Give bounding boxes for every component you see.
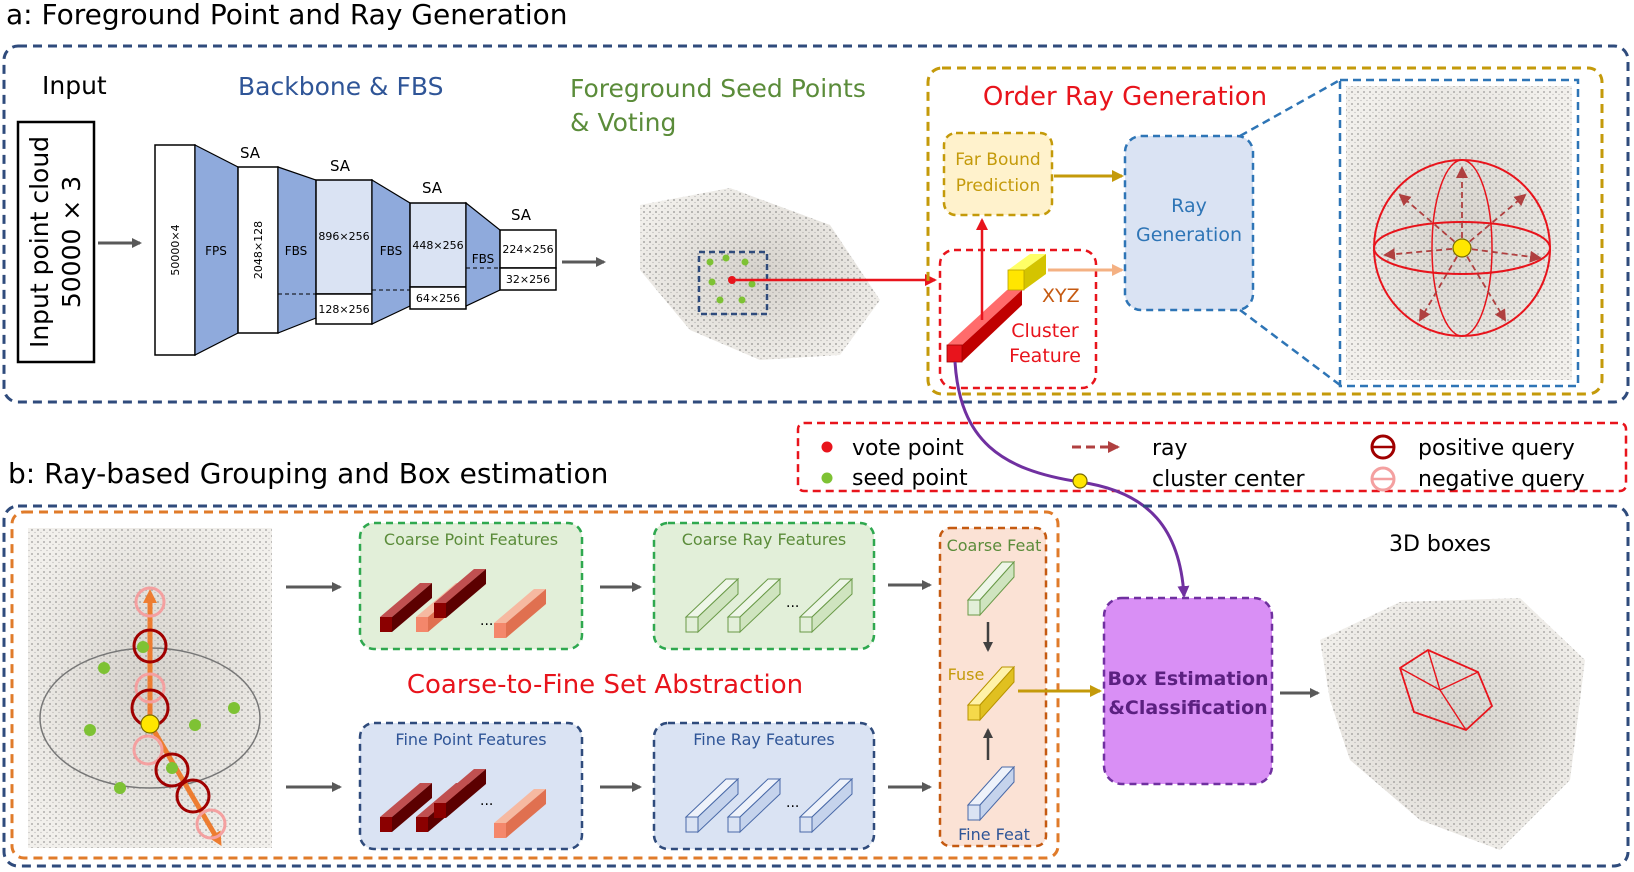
input-dim-label: 50000×4 <box>169 224 182 275</box>
backbone-title: Backbone & FBS <box>238 72 443 101</box>
ray-gen-line2: Generation <box>1136 224 1242 246</box>
legend-positive-query: positive query <box>1418 436 1575 461</box>
order-ray-frame <box>926 66 1604 396</box>
grouping-scene-image <box>28 528 272 848</box>
stage4-bottom-dim: 32×256 <box>506 273 550 286</box>
fbs-label-2: FBS <box>380 244 403 258</box>
section-b-title: b: Ray-based Grouping and Box estimation <box>8 457 608 490</box>
section-b-frame <box>2 504 1630 868</box>
vote-point-swatch <box>821 441 833 453</box>
far-bound-box <box>942 131 1054 217</box>
boxes-3d-label: 3D boxes <box>1389 532 1491 557</box>
sa-label-3: SA <box>422 179 443 197</box>
fine-ray-features-label: Fine Ray Features <box>693 730 834 749</box>
c2f-frame <box>10 510 1060 860</box>
stage2-bottom-block <box>315 293 373 325</box>
input-dim-block <box>154 144 196 356</box>
sa-label-1: SA <box>240 144 261 162</box>
fine-ray-ellipsis: ... <box>786 795 799 811</box>
box-estimation-box <box>1102 596 1274 786</box>
ray-center-point <box>1452 238 1472 258</box>
seed-title-line2: & Voting <box>570 108 676 137</box>
box-est-line2: &Classification <box>1108 697 1267 719</box>
sa-label-2: SA <box>330 157 351 175</box>
seed-point-swatch <box>821 472 833 484</box>
coarse-ray-ellipsis: ... <box>786 595 799 611</box>
coarse-ray-feature-bars: ... <box>684 577 854 634</box>
cluster-center-point <box>1072 473 1088 489</box>
fine-point-ellipsis: ... <box>480 793 493 809</box>
legend-frame <box>796 421 1628 493</box>
coarse-feat-label: Coarse Feat <box>947 536 1042 555</box>
stage1-dim: 2048×128 <box>252 221 265 279</box>
fine-feat-label: Fine Feat <box>958 825 1030 844</box>
negative-query-swatch <box>1370 466 1396 492</box>
zoom-line-bottom <box>1239 309 1341 386</box>
positive-query-swatch <box>1370 434 1396 460</box>
input-label: Input <box>42 71 107 100</box>
ray-gen-line1: Ray <box>1171 195 1207 217</box>
coarse-point-feature-cubes: ... <box>380 569 546 638</box>
stage4-bottom-block <box>499 267 557 291</box>
input-box-line1: Input point cloud <box>25 136 54 348</box>
box-est-line1: Box Estimation <box>1107 668 1268 690</box>
fused-feat-bar <box>966 665 1016 722</box>
coarse-point-ellipsis: ... <box>480 613 493 629</box>
order-ray-title: Order Ray Generation <box>983 82 1267 112</box>
stage3-top-dim: 448×256 <box>412 239 463 252</box>
output-scene-image <box>1320 598 1585 850</box>
legend-ray: ray <box>1152 436 1188 461</box>
coarse-ray-features-label: Coarse Ray Features <box>682 530 847 549</box>
zoom-line-top <box>1239 78 1341 138</box>
fine-ray-feature-bars: ... <box>684 777 854 834</box>
cluster-feature-box <box>938 248 1098 390</box>
seed-scene-image <box>640 188 880 360</box>
coarse-point-features-label: Coarse Point Features <box>384 530 558 549</box>
fine-point-feature-cubes: ... <box>380 769 546 838</box>
section-a-frame <box>2 44 1630 404</box>
backbone-network: 50000×4 FPS 2048×128 SA FBS 896×256 128×… <box>154 144 557 356</box>
legend-seed-point: seed point <box>852 466 968 491</box>
section-a-title: a: Foreground Point and Ray Generation <box>6 0 568 31</box>
fbs-label-1: FBS <box>285 244 308 258</box>
sa-label-4: SA <box>511 206 532 224</box>
stage4-top-dim: 224×256 <box>502 243 553 256</box>
cluster-feature-bar <box>946 290 1022 363</box>
fine-feat-bar <box>966 765 1016 822</box>
xyz-cube <box>1007 254 1046 291</box>
coarse-feat-bar <box>966 560 1016 617</box>
ray-image-frame <box>1338 78 1580 388</box>
stage3-bottom-dim: 64×256 <box>416 292 460 305</box>
stage2-top-dim: 896×256 <box>318 230 369 243</box>
far-bound-line1: Far Bound <box>955 150 1040 170</box>
seed-region-box <box>697 250 769 316</box>
legend-negative-query: negative query <box>1418 467 1585 492</box>
far-bound-line2: Prediction <box>956 176 1040 196</box>
legend-vote-point: vote point <box>852 436 964 461</box>
fps-label: FPS <box>205 244 227 258</box>
stage3-top-block <box>409 202 467 288</box>
cluster-line2: Feature <box>1009 345 1081 367</box>
xyz-label: XYZ <box>1042 285 1080 307</box>
cluster-line1: Cluster <box>1011 320 1079 342</box>
ray-sphere-image <box>1346 86 1572 380</box>
input-box-line2: 50000 × 3 <box>57 176 86 308</box>
fine-point-features-label: Fine Point Features <box>395 730 546 749</box>
fuse-label: Fuse <box>948 665 985 684</box>
input-box <box>16 120 96 364</box>
stage2-bottom-dim: 128×256 <box>318 303 369 316</box>
legend-cluster-center: cluster center <box>1152 467 1306 492</box>
ray-gen-box <box>1123 134 1255 312</box>
fbs-label-3: FBS <box>472 252 495 266</box>
seed-title-line1: Foreground Seed Points <box>570 74 866 103</box>
c2f-title: Coarse-to-Fine Set Abstraction <box>407 670 803 700</box>
